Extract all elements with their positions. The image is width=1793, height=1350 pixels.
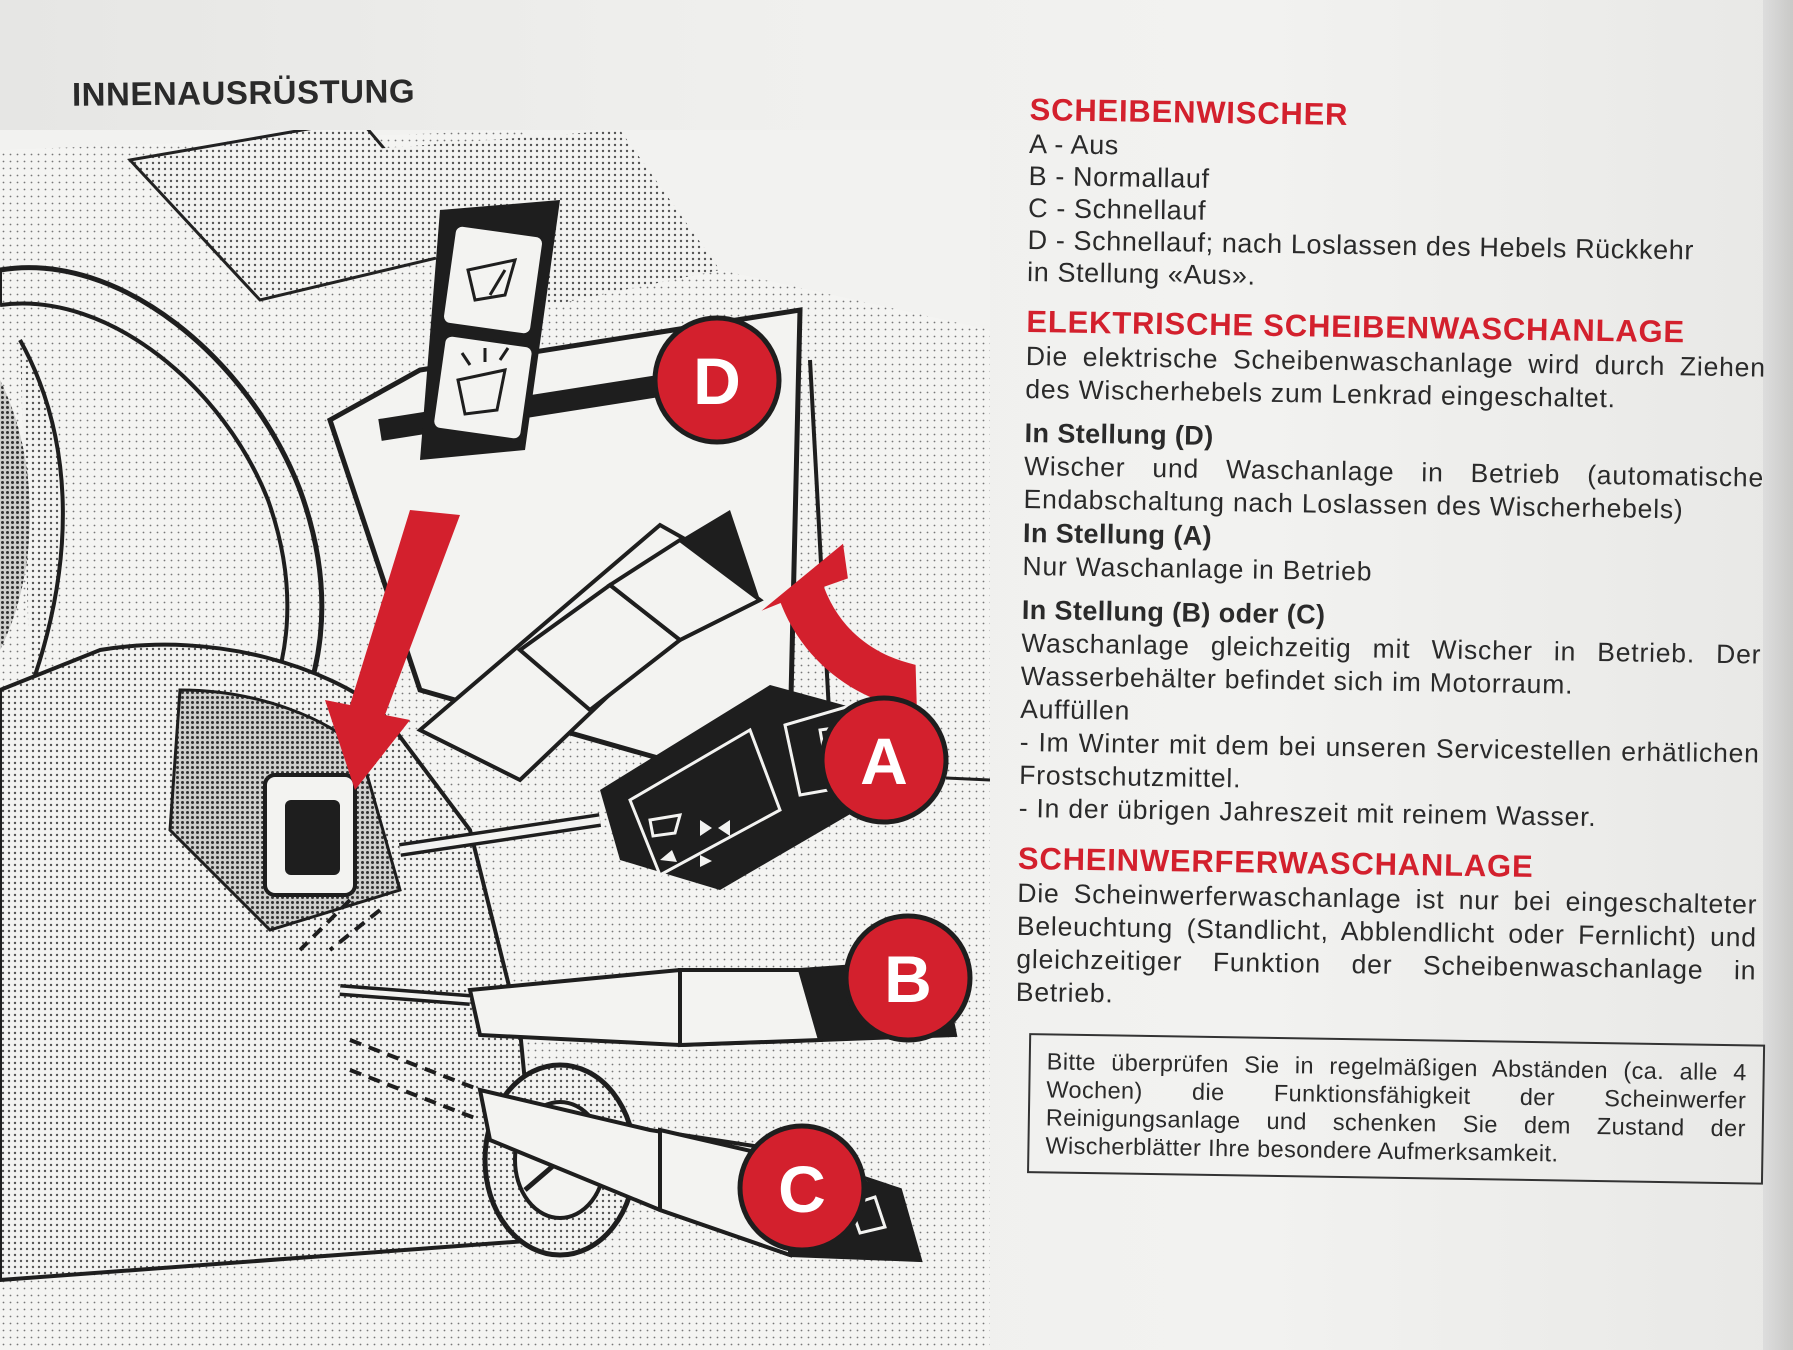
callout-a-label: A xyxy=(860,724,908,798)
maintenance-notice-box: Bitte überprüfen Sie in regelmäßigen Abs… xyxy=(1027,1033,1766,1185)
callout-d-label: D xyxy=(693,344,741,418)
steering-column-illustration: D A B C xyxy=(0,130,990,1350)
stalk-diagram: D A B C xyxy=(0,130,990,1350)
instruction-text-column: SCHEIBENWISCHER A - Aus B - Normallauf C… xyxy=(1013,92,1770,1185)
page-gutter xyxy=(1763,0,1793,1350)
callout-c-label: C xyxy=(778,1152,826,1226)
headlamp-flash-icon xyxy=(848,1195,887,1235)
callout-b-label: B xyxy=(884,942,932,1016)
wiper-position-list: A - Aus B - Normallauf C - Schnellauf D … xyxy=(1027,128,1769,300)
headlamp-text: Die Scheinwerferwaschanlage ist nur bei … xyxy=(1015,877,1758,1009)
pull-arrow xyxy=(325,510,460,790)
callout-b: B xyxy=(843,913,973,1043)
callout-d: D xyxy=(652,315,782,445)
refill-item: - Im Winter mit dem bei unseren Services… xyxy=(1019,726,1760,794)
callout-a: A xyxy=(819,695,949,825)
rear-wiper-switch xyxy=(420,200,560,460)
position-text-d: Wischer und Waschanlage in Betrieb (auto… xyxy=(1023,450,1765,525)
position-text-bc: Waschanlage gleichzeitig mit Wischer in … xyxy=(1020,627,1762,700)
callout-c: C xyxy=(737,1123,867,1253)
washer-intro: Die elektrische Scheibenwaschanlage wird… xyxy=(1025,340,1766,414)
lift-arrow xyxy=(761,543,917,711)
page-title: INNENAUSRÜSTUNG xyxy=(71,72,416,113)
windshield-washer-icon xyxy=(456,368,507,416)
windshield-wiper-icon xyxy=(466,258,518,302)
